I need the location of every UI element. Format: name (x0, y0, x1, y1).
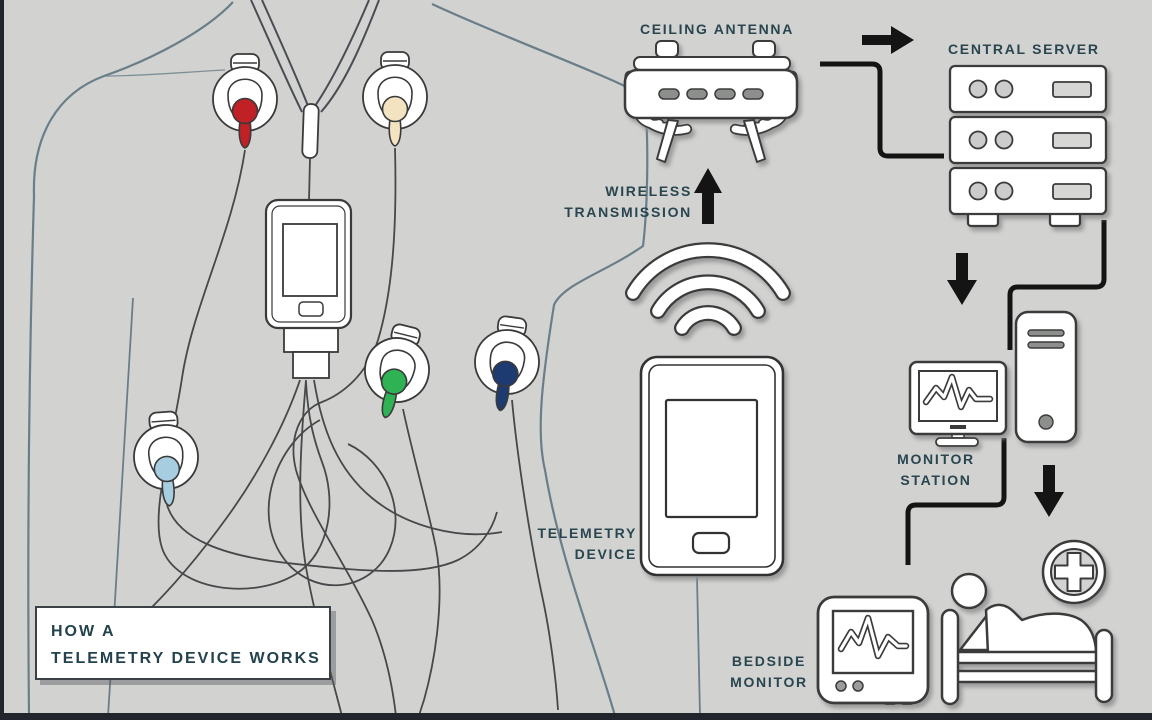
data-flow-cables (820, 61, 1107, 565)
wireless-transmission-label: WIRELESS TRANSMISSION (500, 181, 692, 223)
bedside-monitor-icon (816, 595, 930, 705)
electrode-green (353, 317, 440, 427)
hospital-bed-icon (940, 572, 1114, 706)
monitor-station-label: MONITOR STATION (860, 449, 1012, 491)
device-connector-plug (292, 351, 330, 379)
bedside-monitor-line2: MONITOR (730, 674, 808, 690)
telemetry-device-icon (639, 355, 785, 577)
device-screen (282, 223, 338, 297)
electrode-cream (362, 51, 428, 147)
ecg-waveform (922, 373, 994, 411)
electrode-navy (467, 312, 546, 416)
wireless-transmission-line2: TRANSMISSION (564, 204, 692, 220)
server-rack-icon (948, 64, 1108, 228)
device-neck-strap (250, 0, 380, 201)
monitor-station-line2: STATION (900, 472, 972, 488)
antenna-icon (623, 40, 799, 163)
ecg-waveform (837, 614, 910, 660)
wifi-icon (625, 242, 791, 336)
electrode-red (212, 53, 278, 149)
cable-antenna-to-server (820, 61, 944, 159)
title-box: HOW A TELEMETRY DEVICE WORKS (35, 606, 331, 680)
frame-edge-bottom (0, 713, 1152, 720)
monitor-station-line1: MONITOR (897, 451, 975, 467)
frame-edge-left (0, 0, 4, 720)
cable-monitor-station-to-bedside (905, 438, 1007, 565)
telemetry-device-line1: TELEMETRY (537, 525, 637, 541)
title-line1: HOW A (51, 623, 116, 640)
telemetry-device-line2: DEVICE (574, 546, 637, 562)
arrow-down-icon (947, 253, 977, 305)
arrow-right-icon (862, 26, 914, 54)
monitor-station-icon (908, 310, 1078, 447)
patient-body (984, 603, 1098, 656)
chest-telemetry-device (264, 198, 353, 379)
bedside-monitor-label: BEDSIDE MONITOR (693, 651, 845, 693)
arrow-down-icon (1034, 465, 1064, 517)
electrode-light-blue (130, 408, 203, 510)
title-line2: TELEMETRY DEVICE WORKS (51, 650, 321, 667)
patient-head (950, 572, 988, 610)
central-server-label: CENTRAL SERVER (948, 41, 1100, 57)
device-screen (664, 398, 759, 519)
arrow-up-icon (694, 168, 722, 224)
device-connector-block (283, 327, 339, 353)
medical-cross-icon (1041, 539, 1107, 605)
bedside-monitor-line1: BEDSIDE (731, 653, 807, 669)
cable-server-to-monitor-station (1007, 220, 1107, 350)
device-button (298, 301, 324, 317)
ceiling-antenna-label: CEILING ANTENNA (639, 21, 795, 37)
telemetry-device-label: TELEMETRY DEVICE (470, 523, 637, 565)
device-button (691, 531, 731, 555)
flow-arrows (694, 26, 1064, 517)
wireless-transmission-line1: WIRELESS (605, 183, 692, 199)
